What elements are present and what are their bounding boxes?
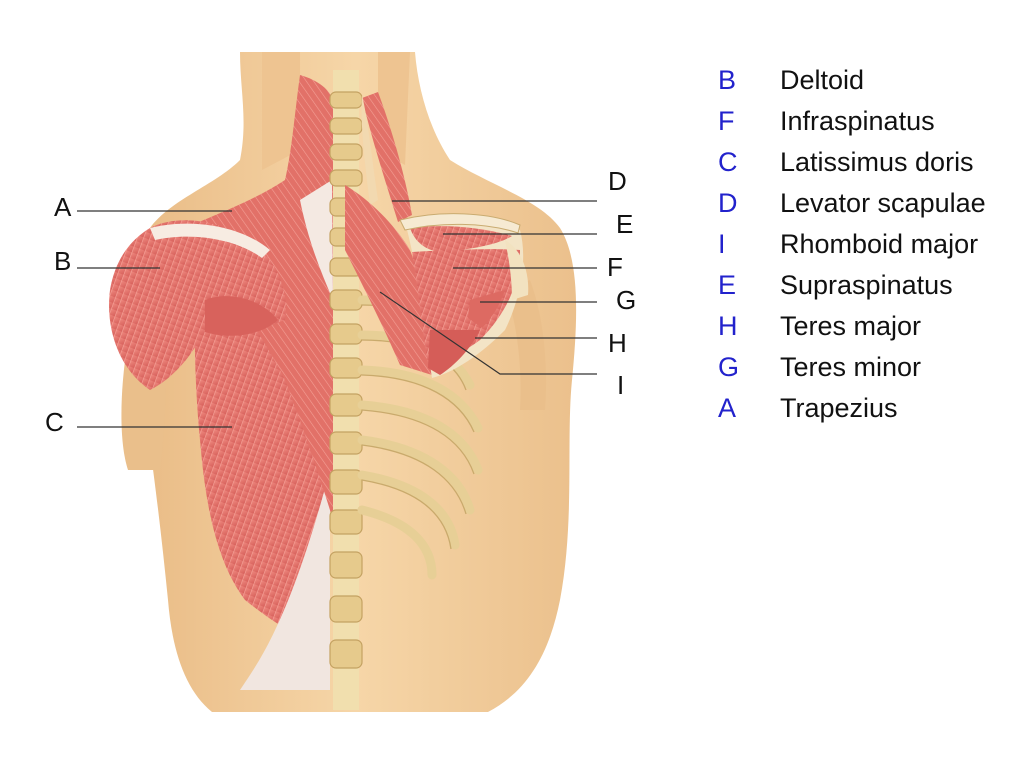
callout-e: E	[616, 209, 634, 239]
legend-letter: H	[718, 311, 738, 341]
callout-d: D	[608, 166, 627, 196]
deltoid-muscle	[109, 220, 286, 390]
legend-muscle-name: Trapezius	[780, 393, 898, 423]
legend-row-deltoid: B Deltoid	[718, 60, 1018, 101]
callout-b: B	[54, 246, 72, 276]
legend-letter: A	[718, 393, 737, 423]
legend-letter: E	[718, 270, 737, 300]
rhomboid-major-muscle	[345, 185, 432, 375]
legend-muscle-name: Deltoid	[780, 65, 865, 95]
legend-muscle-name: Rhomboid major	[780, 229, 979, 259]
leader-line-i	[379, 291, 597, 375]
legend-letter: F	[718, 106, 735, 136]
answer-key-legend: B Deltoid F Infraspinatus C Latissimus d…	[718, 60, 1018, 429]
legend-letter: I	[718, 229, 726, 259]
legend-row-trapezius: A Trapezius	[718, 388, 1018, 429]
legend-row-levator-scapulae: D Levator scapulae	[718, 183, 1018, 224]
legend-muscle-name: Teres major	[780, 311, 922, 341]
legend-row-supraspinatus: E Supraspinatus	[718, 265, 1018, 306]
vertebral-column	[329, 70, 363, 710]
levator-scapulae-muscle	[362, 92, 412, 222]
legend-letter: C	[718, 147, 738, 177]
legend-muscle-name: Teres minor	[780, 352, 922, 382]
legend-letter: G	[718, 352, 740, 382]
legend-row-rhomboid-major: I Rhomboid major	[718, 224, 1018, 265]
thoracolumbar-fascia	[240, 470, 330, 690]
legend-muscle-name: Supraspinatus	[780, 270, 953, 300]
legend-row-infraspinatus: F Infraspinatus	[718, 101, 1018, 142]
teres-minor-muscle	[468, 290, 505, 328]
callout-f: F	[607, 252, 623, 282]
callout-c: C	[45, 407, 64, 437]
legend-muscle-name: Infraspinatus	[780, 106, 935, 136]
teres-major-muscle	[428, 330, 480, 375]
callout-g: G	[616, 285, 637, 315]
legend-muscle-name: Levator scapulae	[780, 188, 986, 218]
legend-row-teres-major: H Teres major	[718, 306, 1018, 347]
supraspinatus-muscle	[410, 226, 512, 252]
legend-letter: B	[718, 65, 737, 95]
legend-row-latissimus: C Latissimus doris	[718, 142, 1018, 183]
callout-a: A	[54, 192, 72, 222]
legend-letter: D	[718, 188, 738, 218]
callout-i: I	[617, 370, 625, 400]
callout-h: H	[608, 328, 627, 358]
leader-lines	[77, 200, 597, 428]
legend-row-teres-minor: G Teres minor	[718, 347, 1018, 388]
legend-muscle-name: Latissimus doris	[780, 147, 974, 177]
